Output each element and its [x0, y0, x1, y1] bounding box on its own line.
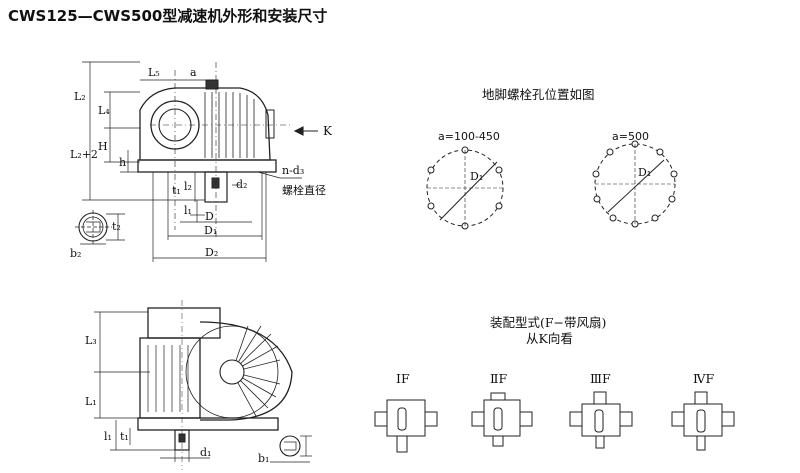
dim-d2: d₂	[236, 178, 248, 191]
dim-h: H	[98, 140, 108, 153]
dim-l2plus2: L₂+2	[70, 148, 98, 161]
bolt-right-diam: D₁	[638, 166, 652, 179]
dim-D: D	[205, 210, 214, 223]
dim-d1: d₁	[200, 446, 212, 459]
reducer-top-view	[75, 61, 318, 262]
bolt-section-title: 地脚螺栓孔位置如图	[482, 87, 595, 102]
dim-l2: L₂	[74, 90, 86, 103]
bolt-left-range: a=100-450	[438, 130, 500, 143]
reducer-bottom-view	[94, 300, 312, 470]
assembly-type-2: ⅡF	[490, 371, 508, 386]
assembly-type-1: ⅠF	[396, 371, 410, 386]
dim-t1: t₁	[172, 184, 181, 197]
dim-b2: b₂	[70, 247, 82, 260]
dim-D1: D₁	[204, 224, 218, 237]
assembly-subtitle: 从K向看	[526, 331, 573, 346]
dim-l1-bottom: l₁	[104, 430, 112, 443]
bolt-right-range: a=500	[612, 130, 649, 143]
dim-l1: l₁	[184, 204, 192, 217]
bolt-diameter-caption: 螺栓直径	[282, 184, 326, 197]
assembly-type-4: ⅣF	[693, 371, 715, 386]
assembly-title: 装配型式(F−带风扇)	[490, 315, 607, 330]
dim-L3: L₃	[85, 334, 97, 347]
dim-t2: t₂	[112, 220, 121, 233]
dim-b1: b₁	[258, 452, 270, 465]
bolt-spec-label: n-d₃	[282, 164, 305, 177]
dim-l4: L₄	[98, 104, 110, 117]
dim-L1: L₁	[85, 395, 97, 408]
dim-D2: D₂	[205, 246, 219, 259]
page-title: CWS125—CWS500型减速机外形和安装尺寸	[8, 7, 328, 25]
dim-h-small: h	[119, 156, 127, 169]
dim-l5: L₅	[148, 66, 160, 79]
bolt-left-diam: D₁	[470, 170, 484, 183]
assembly-type-icons	[374, 391, 735, 453]
bolt-circle-diagrams	[426, 140, 678, 230]
assembly-type-3: ⅢF	[590, 371, 611, 386]
k-view-label: K	[323, 124, 332, 138]
dim-a: a	[190, 66, 197, 79]
dim-l2-small: l₂	[184, 180, 192, 193]
dim-t1-bottom: t₁	[120, 430, 129, 443]
